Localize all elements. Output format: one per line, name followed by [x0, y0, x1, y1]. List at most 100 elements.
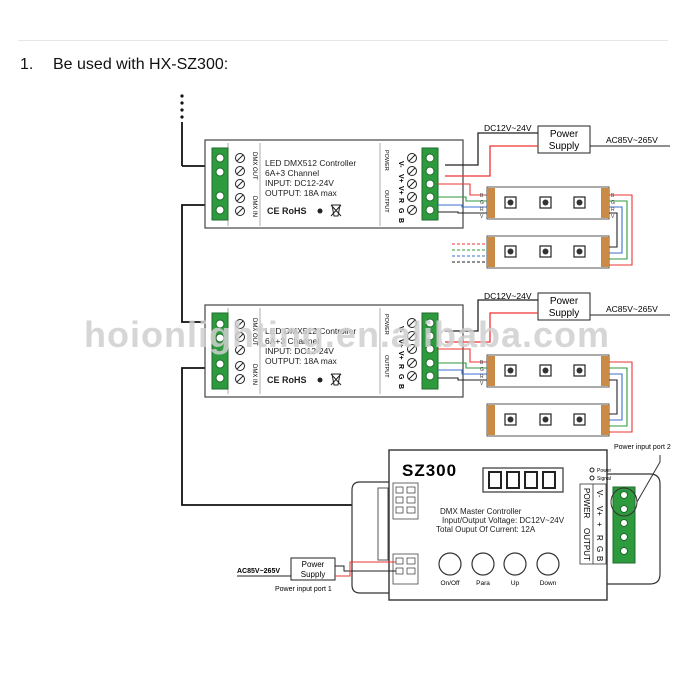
dmx-in-label: DMX IN — [251, 196, 257, 217]
svg-text:G: G — [611, 200, 615, 206]
power-supply-2: Power Supply DC12V~24V AC85V~265V — [445, 291, 670, 343]
controller-line-1: LED DMX512 Controller — [265, 326, 356, 336]
output-block-label: OUTPUT — [383, 190, 389, 213]
para-label: Para — [476, 580, 490, 587]
svg-text:B: B — [595, 556, 604, 561]
svg-text:V+: V+ — [397, 339, 404, 348]
controller-line-4: OUTPUT: 18A max — [265, 356, 338, 366]
dmx-chain-wires — [181, 204, 382, 506]
master-line-3: Total Ouput Of Current: 12A — [436, 525, 536, 534]
svg-text:V: V — [480, 214, 484, 220]
output-pin-labels: V- V+ V+ R G B — [397, 161, 404, 223]
led-strip-group-2 — [438, 348, 633, 437]
controller-line-1: LED DMX512 Controller — [265, 158, 356, 168]
svg-text:V: V — [480, 381, 484, 387]
heading-text: Be used with HX-SZ300: — [53, 56, 229, 73]
dmx-controller-1: DMX OUT DMX IN LED DMX512 Controller 6A+… — [204, 139, 464, 229]
power-indicator-label: Power — [597, 468, 612, 474]
output-block-label: OUTPUT — [383, 355, 389, 378]
down-label: Down — [540, 580, 557, 587]
dmx-terminal-left — [211, 147, 229, 221]
svg-text:V+: V+ — [397, 174, 404, 183]
signal-indicator-label: Signal — [597, 476, 611, 482]
svg-text:R: R — [480, 207, 484, 213]
svg-text:V-: V- — [397, 161, 404, 168]
master-buttons: On/Off Para Up Down — [438, 552, 560, 587]
led-icon — [317, 208, 323, 214]
watermark: hoionlighting.en.alibaba.com — [84, 314, 611, 355]
controller-line-4: OUTPUT: 18A max — [265, 188, 338, 198]
onoff-button[interactable] — [438, 552, 462, 576]
svg-text:R: R — [397, 364, 404, 369]
svg-text:G: G — [397, 374, 404, 380]
svg-text:G: G — [480, 367, 484, 373]
master-ac-label: AC85V~265V — [237, 568, 280, 575]
svg-text:R: R — [611, 207, 615, 213]
master-ps-line1: Power — [302, 560, 325, 569]
dc-voltage-label: DC12V~24V — [484, 291, 532, 301]
power-block-label: POWER — [383, 314, 389, 335]
up-button[interactable] — [503, 552, 527, 576]
led-icon — [317, 377, 323, 383]
svg-text:B: B — [611, 193, 615, 199]
master-power-supply: Power Supply AC85V~265V Power input port… — [237, 557, 396, 593]
led-strip-group-1 — [438, 183, 633, 269]
power-supply-1: Power Supply DC12V~24V AC85V~265V — [445, 123, 670, 177]
sz300-master-controller: SZ300 Power Signal DMX Master Controller… — [351, 444, 671, 601]
dc-voltage-label: DC12V~24V — [484, 123, 532, 133]
controller-line-3: INPUT: DC12-24V — [265, 178, 334, 188]
cert-marks: CE RoHS — [267, 206, 307, 216]
master-power-label: POWER — [582, 488, 591, 518]
svg-text:V+: V+ — [397, 186, 404, 195]
output-pin-labels: V- V+ V+ R G B — [397, 326, 404, 389]
port1-label: Power input port 1 — [275, 586, 332, 593]
master-output-label: OUTPUT — [582, 528, 591, 561]
ps-label-line1: Power — [550, 296, 579, 307]
weee-bin-icon — [330, 204, 342, 217]
controller-line-3: INPUT: DC12-24V — [265, 346, 334, 356]
svg-text:V-: V- — [595, 490, 604, 498]
svg-text:V+: V+ — [397, 351, 404, 360]
ac-voltage-label: AC85V~265V — [606, 304, 658, 314]
para-button[interactable] — [471, 552, 495, 576]
svg-text:B: B — [397, 218, 404, 223]
heading-number: 1. — [20, 56, 34, 73]
master-pin-labels: V- V+ + R G B — [595, 490, 604, 561]
svg-text:V+: V+ — [595, 506, 604, 516]
section-heading: 1. Be used with HX-SZ300: — [20, 56, 228, 74]
controller-line-2: 6A+3 Channel — [265, 168, 319, 178]
sz300-model: SZ300 — [402, 461, 457, 480]
down-button[interactable] — [536, 552, 560, 576]
power-block-label: POWER — [383, 150, 389, 171]
svg-text:G: G — [595, 546, 604, 552]
dmx-terminal-left — [211, 312, 229, 390]
master-line-1: DMX Master Controller — [440, 507, 522, 516]
svg-text:R: R — [595, 535, 604, 541]
svg-text:G: G — [397, 208, 404, 214]
master-ps-line2: Supply — [301, 570, 325, 579]
up-label: Up — [511, 580, 520, 587]
signal-indicator-icon — [589, 475, 595, 481]
svg-text:+: + — [595, 522, 604, 527]
power-indicator-icon — [589, 467, 595, 473]
svg-text:R: R — [480, 374, 484, 380]
ps-label-line1: Power — [550, 129, 579, 140]
weee-bin-icon — [330, 373, 342, 386]
ps-label-line2: Supply — [549, 308, 580, 319]
top-divider — [18, 40, 668, 41]
onoff-label: On/Off — [440, 580, 459, 587]
dmx-controller-2: DMX OUT DMX IN LED DMX512 Controller 6A+… — [204, 304, 464, 398]
controller-line-2: 6A+3 Channel — [265, 336, 319, 346]
svg-text:B: B — [480, 193, 484, 199]
cert-marks: CE RoHS — [267, 375, 307, 385]
ps-label-line2: Supply — [549, 141, 580, 152]
svg-text:B: B — [480, 360, 484, 366]
svg-text:B: B — [397, 384, 404, 389]
ac-voltage-label: AC85V~265V — [606, 135, 658, 145]
svg-text:V-: V- — [397, 326, 404, 333]
port2-label: Power input port 2 — [614, 444, 671, 451]
master-line-2: Input/Output Voltage: DC12V~24V — [442, 516, 565, 525]
dmx-in-label: DMX IN — [251, 364, 257, 385]
